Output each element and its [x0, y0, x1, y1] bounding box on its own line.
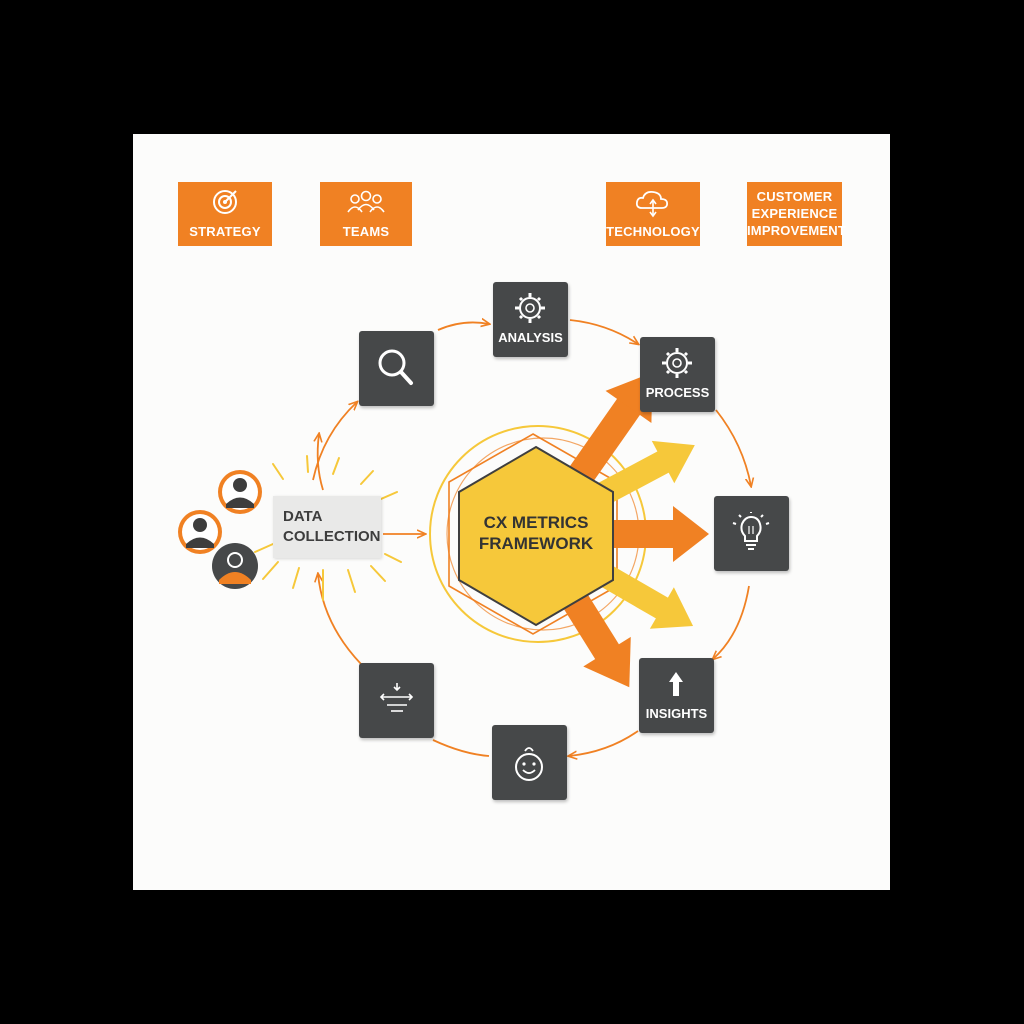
data-collection-line2: COLLECTION — [283, 528, 381, 545]
diagram-canvas: STRATEGY TEAMS TECHNOLOGY CUSTOMER EXPER… — [133, 134, 890, 890]
analysis-node: ANALYSIS — [493, 282, 568, 357]
analysis-label: ANALYSIS — [498, 330, 563, 345]
teams-label: TEAMS — [342, 224, 390, 239]
center-title: CX METRICS FRAMEWORK — [453, 512, 619, 554]
center-hexagon — [458, 445, 614, 627]
process-label: PROCESS — [645, 385, 710, 400]
smiley-icon — [492, 735, 567, 781]
cycle-ring — [312, 320, 751, 756]
satisfaction-node — [492, 725, 567, 800]
process-node: PROCESS — [640, 337, 715, 412]
lightbulb-icon — [714, 512, 789, 552]
cx-improvement-line3: IMPROVEMENT — [747, 223, 846, 238]
filter-icon — [359, 681, 434, 721]
diagram-graphics — [178, 134, 890, 890]
target-icon — [178, 188, 272, 218]
people-cluster — [178, 470, 262, 589]
technology-tag: TECHNOLOGY — [606, 182, 700, 246]
cx-improvement-tag: CUSTOMER EXPERIENCE IMPROVEMENT — [747, 182, 846, 246]
data-collection-box — [273, 496, 381, 558]
filter-node — [359, 663, 434, 738]
people-icon — [320, 188, 412, 218]
gear-icon — [493, 290, 568, 330]
insights-label: INSIGHTS — [645, 706, 708, 721]
cx-improvement-line2: EXPERIENCE — [751, 206, 838, 221]
strategy-label: STRATEGY — [189, 224, 261, 239]
cx-improvement-line1: CUSTOMER — [756, 189, 833, 204]
cx-improvement-label: CUSTOMER EXPERIENCE IMPROVEMENT — [747, 188, 846, 239]
up-arrow-icon — [639, 666, 714, 706]
output-arrows — [559, 372, 709, 688]
cloud-sync-icon — [606, 188, 700, 218]
data-collection-label: DATA COLLECTION — [283, 507, 381, 547]
strategy-tag: STRATEGY — [178, 182, 272, 246]
data-collection-line1: DATA — [283, 508, 323, 525]
center-title-line1: CX METRICS — [483, 513, 589, 532]
gear-icon — [640, 345, 715, 385]
insights-node: INSIGHTS — [639, 658, 714, 733]
collection-rays — [254, 455, 402, 601]
magnifier-icon — [359, 345, 434, 385]
idea-node — [714, 496, 789, 571]
center-title-line2: FRAMEWORK — [478, 534, 594, 553]
teams-tag: TEAMS — [320, 182, 412, 246]
technology-label: TECHNOLOGY — [606, 224, 700, 239]
search-node — [359, 331, 434, 406]
